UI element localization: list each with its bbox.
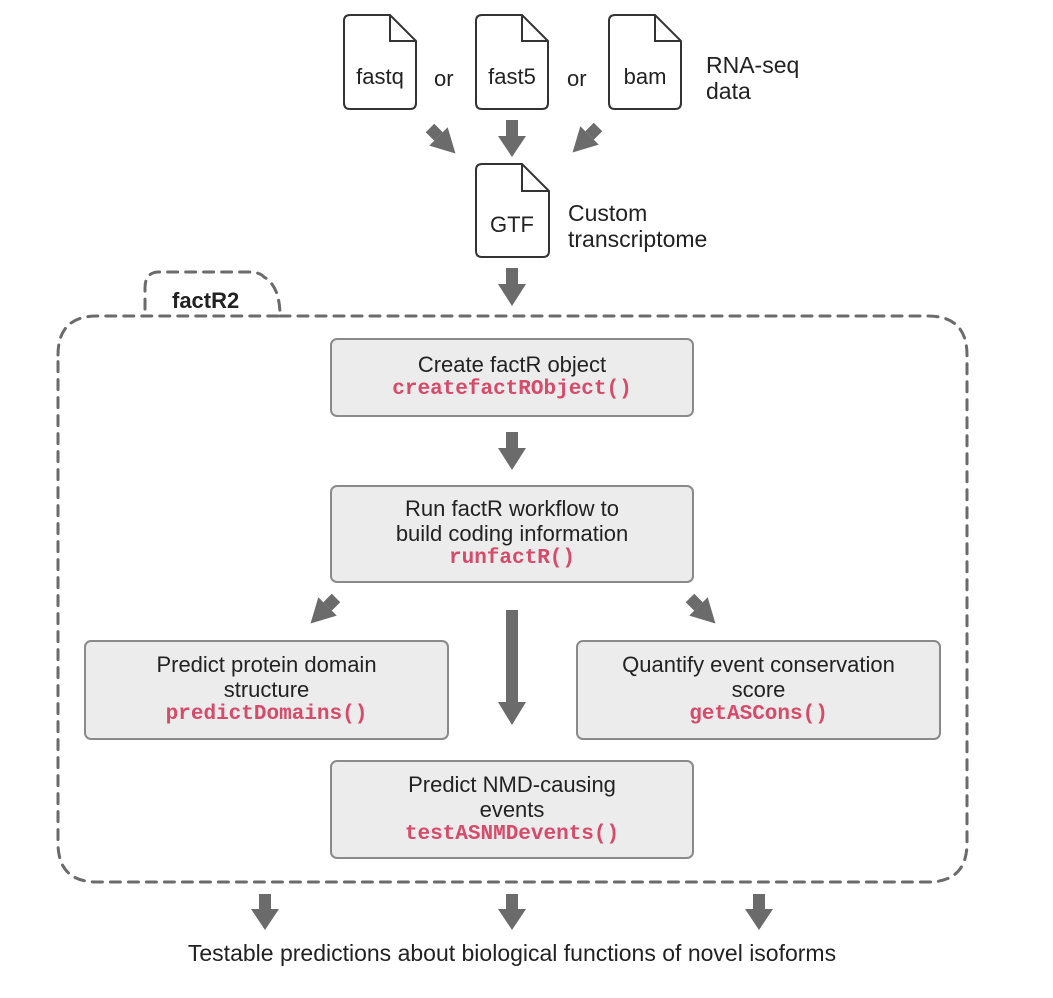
file-icon-fastq (343, 14, 417, 110)
file-label-fast5: fast5 (488, 64, 536, 89)
step-predict-nmd: Predict NMD-causing events testASNMDeven… (330, 760, 694, 859)
transcriptome-label-line1: Custom (568, 200, 648, 226)
step-create-title: Create factR object (417, 352, 607, 377)
file-icon-fast5 (475, 14, 549, 110)
or-label-1: or (434, 66, 454, 91)
step-domains-title-line1: Predict protein domain (156, 652, 377, 677)
step-run-code: runfactR() (448, 547, 576, 570)
step-nmd-title-line2: events (479, 796, 545, 822)
step-predict-domains: Predict protein domain structure predict… (84, 640, 449, 740)
step-event-conservation: Quantify event conservation score getASC… (576, 640, 941, 740)
step-conservation-title-line2: score (731, 677, 786, 702)
step-run-title-line2: build coding information (395, 521, 629, 546)
file-label-gtf: GTF (490, 212, 534, 237)
rnaseq-label-line1: RNA-seq (706, 52, 800, 78)
step-domains-title-line2: structure (223, 677, 310, 702)
arrow-run-to-domains (310, 593, 341, 624)
or-label-2: or (567, 66, 587, 91)
output-text: Testable predictions about biological fu… (187, 940, 837, 966)
step-conservation-title-line1: Quantify event conservation (622, 652, 895, 677)
step-conservation-code: getASCons() (689, 703, 828, 726)
step-nmd-code: testASNMDevents() (404, 822, 620, 846)
file-icon-bam (608, 14, 682, 110)
transcriptome-label-line2: transcriptome (568, 226, 708, 252)
arrow-run-to-conservation (685, 593, 716, 624)
arrow-output-center (498, 894, 526, 930)
arrow-run-to-nmd (498, 610, 526, 725)
arrow-gtf-to-package (498, 268, 526, 306)
rnaseq-label-line2: data (706, 78, 751, 104)
step-run-workflow: Run factR workflow to build coding infor… (330, 485, 694, 583)
step-create-code: createfactRObject() (392, 378, 632, 401)
package-outline (56, 270, 969, 884)
file-icon-gtf (475, 163, 550, 258)
step-nmd-title-line1: Predict NMD-causing (408, 771, 616, 797)
package-name: factR2 (172, 288, 240, 313)
file-label-fastq: fastq (356, 64, 404, 89)
step-run-title-line1: Run factR workflow to (405, 496, 619, 521)
arrow-fastq-to-gtf (425, 123, 456, 154)
arrow-create-to-run (498, 432, 526, 470)
step-domains-code: predictDomains() (165, 703, 368, 726)
arrow-bam-to-gtf (572, 122, 603, 153)
step-create-object: Create factR object createfactRObject() (330, 338, 694, 417)
arrow-output-right (745, 894, 773, 930)
file-label-bam: bam (623, 64, 667, 89)
arrow-fast5-to-gtf (498, 120, 526, 157)
arrow-output-left (251, 894, 279, 930)
